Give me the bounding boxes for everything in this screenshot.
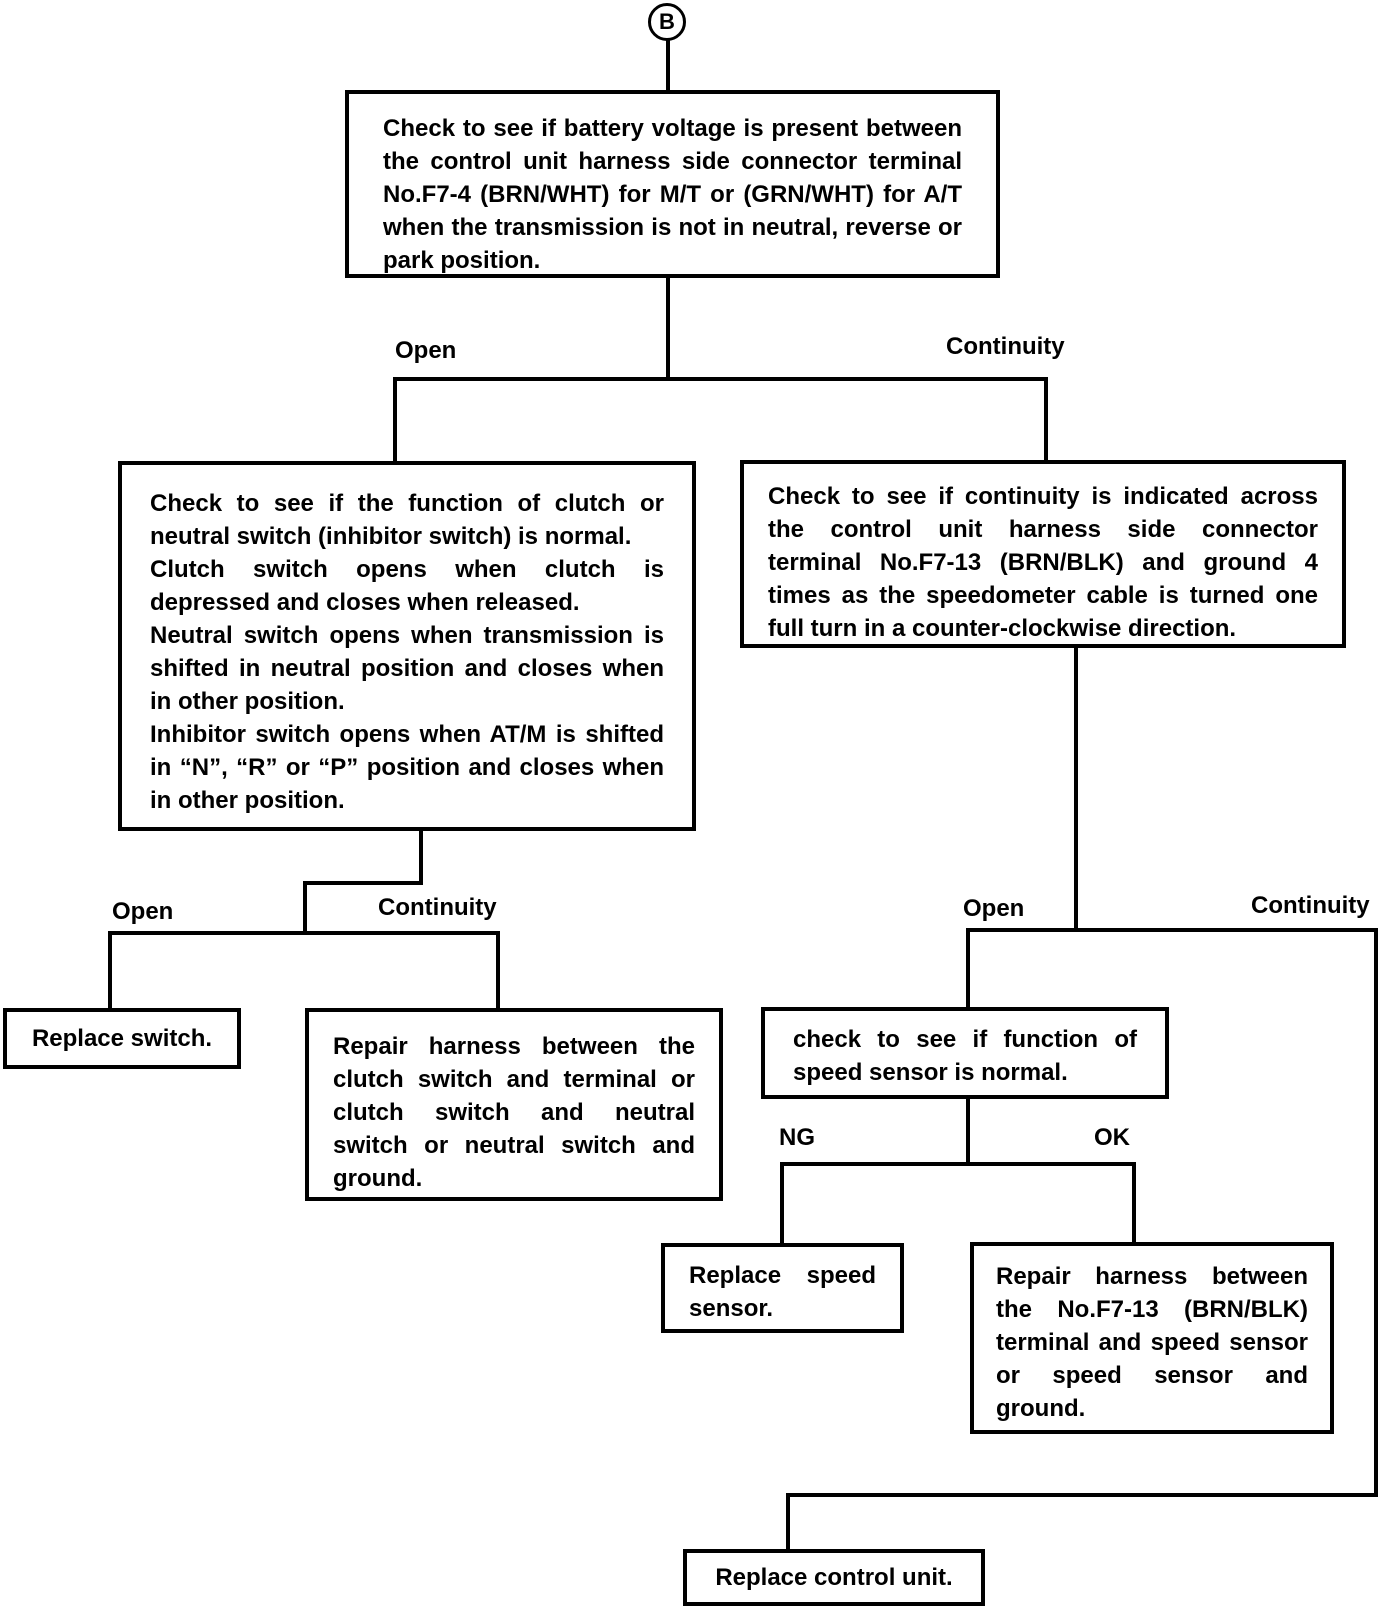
node-clutch-neutral-paragraph: Clutch switch opens when clutch is depre… bbox=[150, 556, 664, 616]
node-clutch-neutral-paragraph: Inhibitor switch opens when AT/M is shif… bbox=[150, 721, 664, 814]
node-continuity-check: Check to see if continuity is indicated … bbox=[740, 460, 1346, 648]
branch-label-ng: NG bbox=[779, 1124, 815, 1151]
connector-line bbox=[108, 931, 500, 935]
connector-line bbox=[966, 928, 970, 1010]
connector-line bbox=[966, 1098, 970, 1166]
branch-label-open-2: Open bbox=[112, 898, 174, 925]
connector-line bbox=[966, 928, 1378, 932]
node-clutch-neutral-paragraph: Neutral switch opens when transmission i… bbox=[150, 622, 664, 715]
connector-line bbox=[1074, 646, 1078, 932]
node-repair-harness-clutch: Repair harness between the clutch switch… bbox=[305, 1008, 723, 1201]
connector-line bbox=[666, 39, 670, 92]
node-continuity-check-text: Check to see if continuity is indicated … bbox=[768, 483, 1318, 642]
connector-line bbox=[303, 881, 307, 935]
node-replace-speed-sensor: Replace speed sensor. bbox=[661, 1243, 904, 1333]
branch-label-open-3: Open bbox=[963, 895, 1025, 922]
connector-line bbox=[393, 377, 1048, 381]
node-speed-sensor-check: check to see if function of speed sensor… bbox=[761, 1007, 1169, 1099]
node-replace-switch-text: Replace switch. bbox=[31, 1025, 213, 1052]
node-clutch-neutral-paragraph: Check to see if the function of clutch o… bbox=[150, 490, 664, 550]
connector-line bbox=[786, 1493, 1378, 1497]
node-replace-control-unit: Replace control unit. bbox=[683, 1549, 985, 1606]
branch-label-open-1: Open bbox=[395, 337, 457, 364]
node-replace-control-unit-text: Replace control unit. bbox=[715, 1564, 953, 1591]
connector-line bbox=[419, 830, 423, 885]
branch-label-continuity-2: Continuity bbox=[378, 894, 497, 921]
connector-line bbox=[780, 1162, 784, 1246]
connector-line bbox=[108, 931, 112, 1011]
node-clutch-neutral-switch-check: Check to see if the function of clutch o… bbox=[118, 461, 696, 831]
node-battery-voltage-check-text: Check to see if battery voltage is prese… bbox=[383, 115, 962, 274]
node-repair-harness-f713: Repair harness between the No.F7-13 (BRN… bbox=[970, 1242, 1334, 1434]
node-speed-sensor-check-text: check to see if function of speed sensor… bbox=[793, 1026, 1137, 1086]
connector-line bbox=[780, 1162, 1136, 1166]
branch-label-continuity-3: Continuity bbox=[1251, 892, 1370, 919]
node-replace-speed-sensor-text: Replace speed sensor. bbox=[689, 1262, 876, 1322]
node-battery-voltage-check: Check to see if battery voltage is prese… bbox=[345, 90, 1000, 278]
connector-line bbox=[1374, 928, 1378, 1497]
connector-line bbox=[496, 931, 500, 1011]
node-repair-harness-f713-text: Repair harness between the No.F7-13 (BRN… bbox=[996, 1263, 1308, 1422]
connector-line bbox=[1132, 1162, 1136, 1245]
connector-b-circle: B bbox=[648, 3, 686, 41]
connector-b-label: B bbox=[659, 9, 675, 34]
connector-line bbox=[666, 278, 670, 381]
connector-line bbox=[1044, 377, 1048, 464]
connector-line bbox=[303, 881, 423, 885]
branch-label-ok: OK bbox=[1094, 1124, 1130, 1151]
connector-line bbox=[786, 1493, 790, 1551]
connector-line bbox=[393, 377, 397, 465]
node-replace-switch: Replace switch. bbox=[3, 1008, 241, 1069]
branch-label-continuity-1: Continuity bbox=[946, 333, 1065, 360]
node-repair-harness-clutch-text: Repair harness between the clutch switch… bbox=[333, 1033, 695, 1192]
